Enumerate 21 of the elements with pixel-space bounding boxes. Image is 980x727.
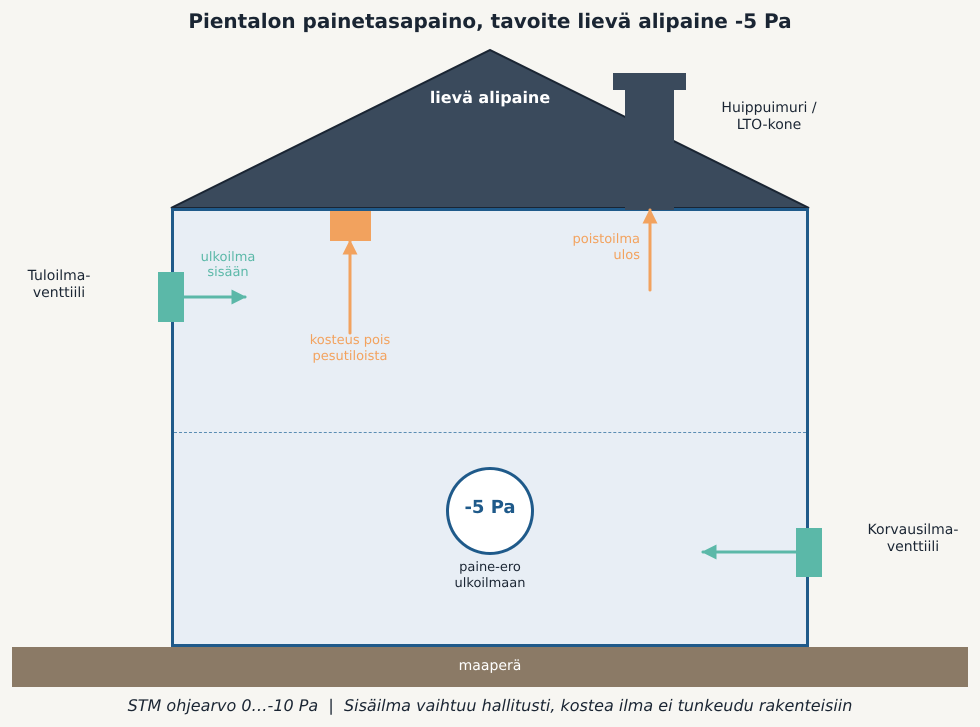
arrow bbox=[342, 240, 358, 334]
house-body bbox=[171, 208, 809, 647]
ground-band bbox=[12, 647, 968, 687]
edge-label: poistoilma ulos bbox=[572, 232, 640, 264]
vent-valve bbox=[158, 272, 184, 322]
part-label: Korvausilma- venttiili bbox=[866, 522, 960, 556]
roof-shape bbox=[171, 50, 809, 208]
vent-valve bbox=[796, 528, 822, 577]
arrow bbox=[182, 290, 246, 304]
pressure-value: -5 Pa bbox=[463, 497, 517, 519]
diagram-caption: STM ohjearvo 0…-10 Pa | Sisäilma vaihtuu hallitusti, kostea ilma ei tunkeudu rakenteisiin bbox=[126, 696, 854, 716]
arrow bbox=[702, 544, 798, 560]
part-label: Tuloilma- venttiili bbox=[26, 268, 92, 302]
edge-label: ulkoilma sisään bbox=[200, 250, 256, 280]
ground-label: maaperä bbox=[458, 658, 522, 675]
diagram-title: Pientalon painetasapaino, tavoite lievä alipaine -5 Pa bbox=[187, 8, 793, 34]
pressure-caption: paine-ero ulkoilmaan bbox=[454, 560, 526, 592]
edge-label: kosteus pois pesutiloista bbox=[308, 333, 392, 365]
arrow bbox=[642, 208, 658, 292]
exhaust-vent bbox=[330, 211, 371, 241]
part-label: Huippuimuri / LTO-kone bbox=[720, 100, 818, 134]
